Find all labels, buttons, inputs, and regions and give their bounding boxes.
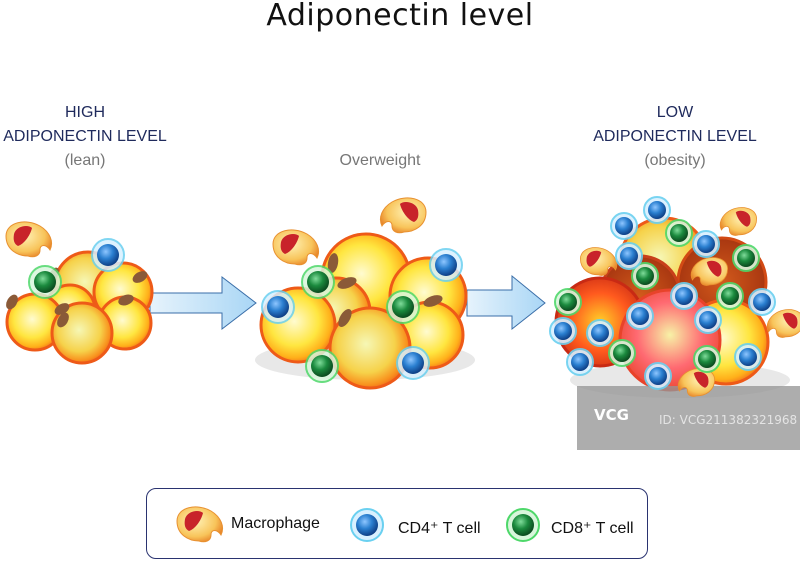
legend-label-cd8: CD8⁺ T cell <box>551 520 634 537</box>
cd8-t-cell <box>301 265 335 299</box>
diagram-title: Adiponectin level <box>266 0 534 33</box>
lean-heading-line2: ADIPONECTIN LEVEL <box>3 128 167 145</box>
cd4-t-cell <box>396 346 430 380</box>
lean-stage-label: HIGH ADIPONECTIN LEVEL (lean) <box>0 101 185 173</box>
lean-adipose-cluster <box>5 221 154 365</box>
macrophage <box>272 229 320 266</box>
macrophage <box>379 197 427 234</box>
obesity-adipose-cluster <box>554 216 790 398</box>
obesity-subtitle: (obesity) <box>644 152 706 169</box>
cd8-t-cell <box>28 265 62 299</box>
macrophage <box>5 221 53 258</box>
watermark: VCG ID: VCG211382321968 <box>577 386 800 450</box>
progression-arrow-1 <box>149 275 257 331</box>
legend-label-cd4: CD4⁺ T cell <box>398 520 481 537</box>
watermark-id: ID: VCG211382321968 <box>659 413 798 427</box>
obesity-heading-line1: LOW <box>656 104 694 121</box>
cd4-t-cell-icon <box>350 508 384 542</box>
cd4-t-cell <box>91 238 125 272</box>
legend-icons <box>176 506 540 543</box>
overweight-adipose-cluster <box>255 197 475 390</box>
cd4-t-cell <box>261 290 295 324</box>
lean-heading-line1: HIGH <box>65 104 105 121</box>
cd8-t-cell <box>305 349 339 383</box>
overweight-subtitle: Overweight <box>339 152 421 169</box>
progression-arrow-2 <box>466 274 546 331</box>
watermark-logo: VCG <box>594 406 629 424</box>
lean-subtitle: (lean) <box>64 152 106 169</box>
macrophage-icon <box>176 506 224 543</box>
legend-box: Macrophage CD4⁺ T cell CD8⁺ T cell <box>146 488 648 559</box>
cd4-t-cell <box>429 248 463 282</box>
legend-label-macrophage: Macrophage <box>231 515 320 532</box>
obesity-heading-line2: ADIPONECTIN LEVEL <box>593 128 757 145</box>
cd8-t-cell-icon <box>506 508 540 542</box>
overweight-stage-label: Overweight <box>300 149 460 173</box>
obesity-stage-label: LOW ADIPONECTIN LEVEL (obesity) <box>575 101 775 173</box>
cd8-t-cell <box>386 290 420 324</box>
